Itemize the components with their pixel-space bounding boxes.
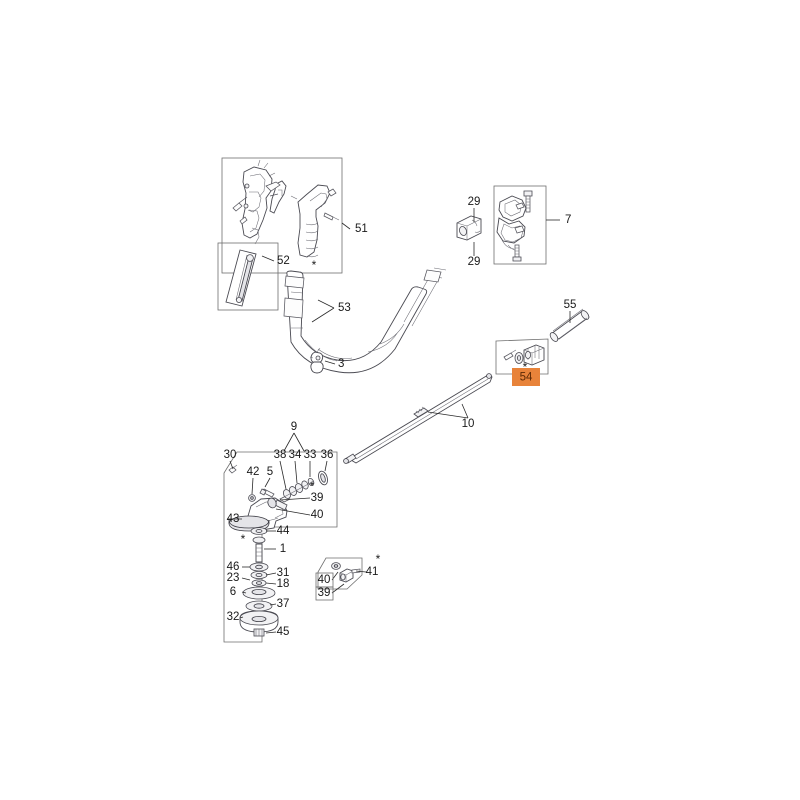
highlighted-callout[interactable]: 54 — [512, 368, 540, 386]
part-cap-45 — [253, 628, 265, 637]
callout-43: 43 — [227, 513, 240, 525]
callout-42: 42 — [247, 466, 260, 478]
callout-45: 45 — [277, 626, 290, 638]
callout-38: 38 — [274, 449, 287, 461]
part-trigger-lever — [269, 180, 287, 214]
leader-lines — [228, 208, 571, 634]
group-small-fitting — [317, 557, 363, 590]
part-fitting-body — [339, 568, 354, 583]
callout-55: 55 — [564, 299, 577, 311]
sub-label-frames — [315, 572, 334, 601]
callout-23: 23 — [227, 572, 240, 584]
callout-1: 1 — [280, 543, 286, 555]
callout-7: 7 — [565, 214, 571, 226]
group-handle-assembly: * — [221, 157, 343, 274]
callout-31: 31 — [277, 567, 290, 579]
part-plate-37 — [245, 600, 273, 612]
callout-44: 44 — [277, 525, 290, 537]
callout-29-top: 29 — [468, 196, 481, 208]
group-spool-stack — [239, 527, 279, 637]
part-bracket-body — [496, 195, 527, 252]
part-bolt-upper — [523, 190, 533, 213]
callout-34: 34 — [289, 449, 302, 461]
callout-52: 52 — [277, 255, 290, 267]
callout-53: 53 — [338, 302, 351, 314]
star-gearbox-upper: * — [310, 479, 315, 493]
star-sub-fitting: * — [376, 552, 381, 566]
callout-6: 6 — [230, 586, 236, 598]
part-linkage — [265, 181, 281, 197]
callout-5: 5 — [267, 466, 273, 478]
callout-46: 46 — [227, 561, 240, 573]
part-spindle-1 — [255, 543, 263, 563]
group-clamp-bracket — [493, 185, 547, 265]
callout-40-sub: 40 — [318, 574, 331, 586]
part-bolt-lower — [512, 244, 522, 262]
callout-10: 10 — [462, 418, 475, 430]
part-shaft-stack — [267, 470, 328, 509]
part-drive-shaft — [343, 373, 493, 464]
star-marker-handle: * — [312, 258, 317, 272]
callout-30: 30 — [224, 449, 237, 461]
part-screw-5 — [259, 488, 275, 498]
part-flexible-hose — [283, 267, 447, 374]
part-bushing-29 — [456, 215, 482, 241]
callout-18: 18 — [277, 578, 290, 590]
star-markers: * * * — [241, 479, 381, 566]
part-throttle-housing — [241, 159, 276, 245]
part-cup-6 — [242, 586, 276, 600]
part-hose-clamp — [309, 347, 324, 374]
star-gearbox-lower: * — [241, 532, 246, 546]
part-spool-32 — [239, 610, 279, 633]
callout-51: 51 — [355, 223, 368, 235]
callout-41: 41 — [366, 566, 379, 578]
part-sleeve-55 — [549, 308, 590, 342]
callout-37: 37 — [277, 598, 290, 610]
highlight-callout-number: 54 — [520, 372, 533, 384]
callout-39-sub: 39 — [318, 587, 331, 599]
part-washer-star — [252, 536, 266, 544]
part-handle-grip — [290, 184, 340, 258]
callout-39-top: 39 — [311, 492, 324, 504]
star-marker-coupling: * — [523, 360, 528, 374]
part-pin-30 — [228, 464, 238, 474]
callout-36: 36 — [321, 449, 334, 461]
callout-33: 33 — [304, 449, 317, 461]
callout-32: 32 — [227, 611, 240, 623]
callout-9: 9 — [291, 421, 297, 433]
callout-40-top: 40 — [311, 509, 324, 521]
part-fasteners-left — [232, 196, 248, 225]
callout-3: 3 — [338, 358, 344, 370]
group-coupling: * — [495, 338, 549, 375]
highlight-background[interactable] — [512, 368, 540, 386]
callout-29-bottom: 29 — [468, 256, 481, 268]
group-throttle-cable — [217, 242, 279, 311]
